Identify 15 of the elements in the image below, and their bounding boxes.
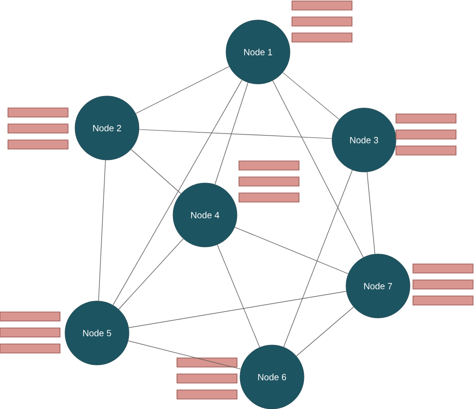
connector-line (366, 172, 376, 254)
connector-line (98, 160, 106, 302)
connector-line (135, 66, 230, 114)
connector-line (214, 82, 248, 185)
connector-line (282, 72, 340, 120)
connector-line (118, 238, 184, 310)
connector-line (130, 149, 182, 194)
connector-line (283, 170, 353, 348)
connector-line (128, 291, 347, 328)
connector-line (217, 244, 260, 348)
connector-line (234, 226, 348, 274)
connector-line (138, 129, 332, 139)
connector-line (112, 80, 242, 306)
connector-line (272, 80, 364, 258)
connector-line (296, 306, 354, 356)
